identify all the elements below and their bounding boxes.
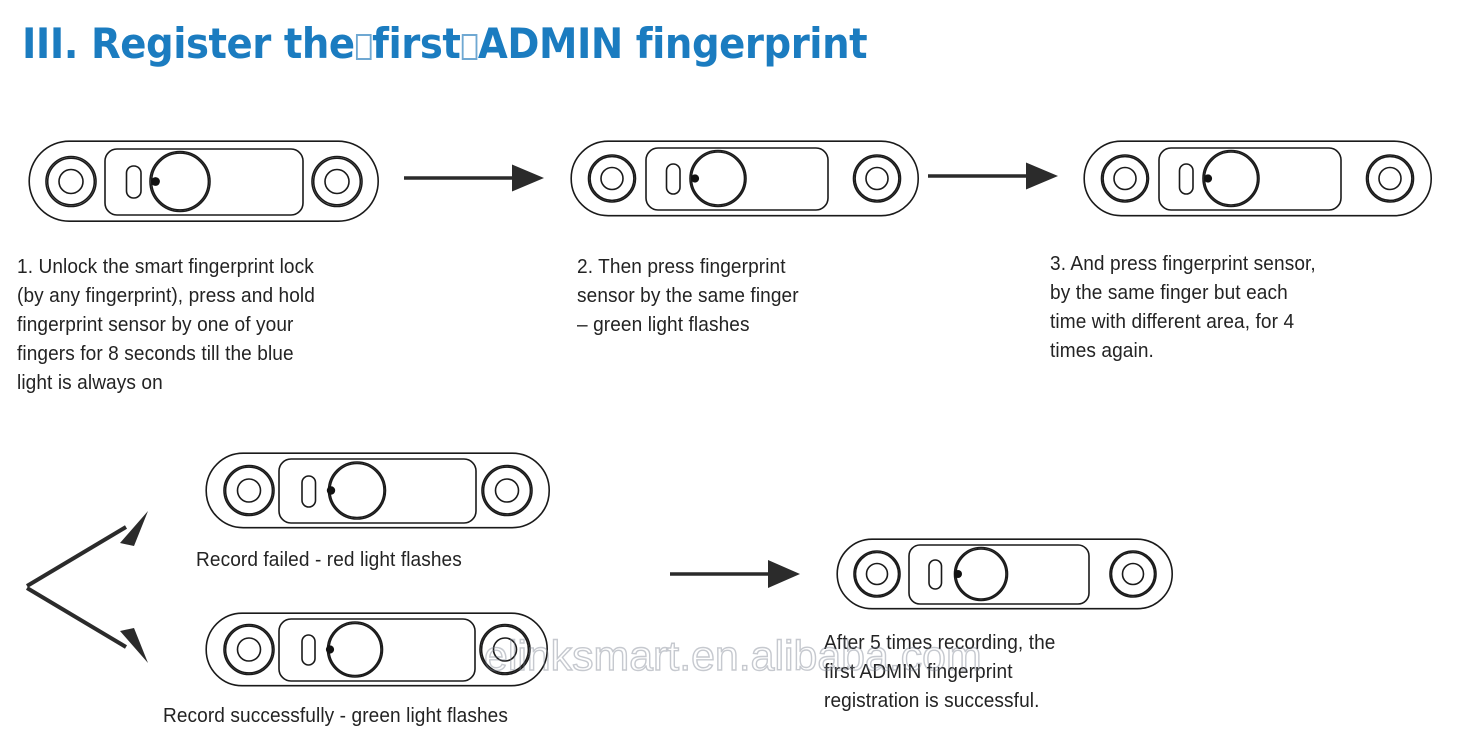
page-title: III. Register the first ADMIN fingerprint xyxy=(22,18,868,70)
title-part-1: III. Register the xyxy=(22,19,355,68)
missing-glyph-box-1 xyxy=(355,34,372,60)
step-2-caption: 2. Then press fingerprint sensor by the … xyxy=(577,255,799,336)
fingerprint-lock-device-3 xyxy=(1083,140,1433,218)
title-part-2: first xyxy=(372,19,461,68)
arrow-2-to-3 xyxy=(928,160,1058,192)
fingerprint-lock-device-2 xyxy=(570,140,920,218)
fingerprint-lock-device-6 xyxy=(836,538,1174,611)
outcome-failed-caption: Record failed - red light flashes xyxy=(196,548,462,571)
arrow-1-to-2 xyxy=(404,162,544,194)
arrow-branch-up xyxy=(24,505,154,590)
fingerprint-lock-device-4 xyxy=(205,452,551,530)
arrow-to-final xyxy=(670,558,800,590)
arrow-branch-down xyxy=(24,584,154,669)
title-part-3: ADMIN fingerprint xyxy=(477,19,868,68)
fingerprint-lock-device-1 xyxy=(28,140,380,224)
missing-glyph-box-2 xyxy=(461,34,478,60)
step-3-caption: 3. And press fingerprint sensor, by the … xyxy=(1050,252,1316,362)
step-1-caption: 1. Unlock the smart fingerprint lock (by… xyxy=(17,255,315,394)
outcome-success-caption: Record successfully - green light flashe… xyxy=(162,704,509,727)
fingerprint-lock-device-5 xyxy=(205,612,549,688)
final-result-caption: After 5 times recording, the first ADMIN… xyxy=(824,631,1056,712)
